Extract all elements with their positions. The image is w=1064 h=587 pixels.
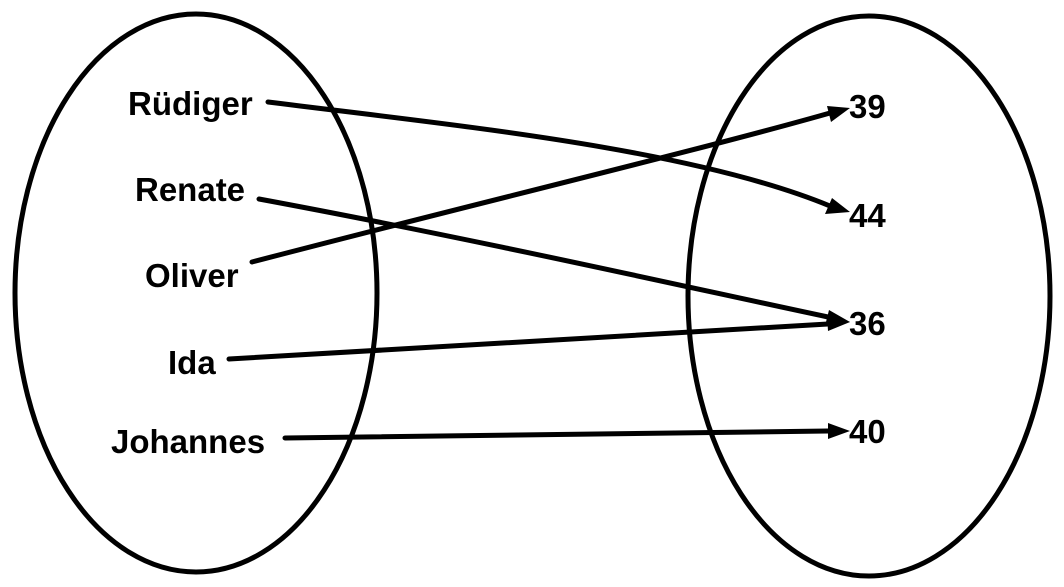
left-label-renate: Renate [135, 171, 245, 208]
right-label-40: 40 [849, 413, 886, 450]
arrow-head-44 [825, 198, 850, 214]
arrow-head-40 [828, 423, 850, 439]
arrow-renate-to-36 [256, 196, 831, 320]
arrows [226, 99, 850, 441]
arrow-rudiger-to-44 [265, 99, 833, 209]
right-label-44: 44 [849, 197, 886, 234]
arrow-head-36b [827, 315, 850, 331]
right-label-39: 39 [849, 88, 886, 125]
arrow-oliver-to-39 [249, 110, 833, 265]
arrow-head-39 [827, 106, 850, 122]
left-label-rudiger: Rüdiger [128, 85, 253, 122]
right-label-36: 36 [849, 305, 886, 342]
left-set-oval [12, 11, 380, 575]
right-set-oval [685, 13, 1053, 579]
arrow-ida-to-36 [226, 321, 831, 362]
left-label-johannes: Johannes [111, 423, 265, 460]
left-label-ida: Ida [168, 344, 216, 381]
arrow-johannes-to-40 [282, 428, 831, 441]
left-label-oliver: Oliver [145, 257, 239, 294]
